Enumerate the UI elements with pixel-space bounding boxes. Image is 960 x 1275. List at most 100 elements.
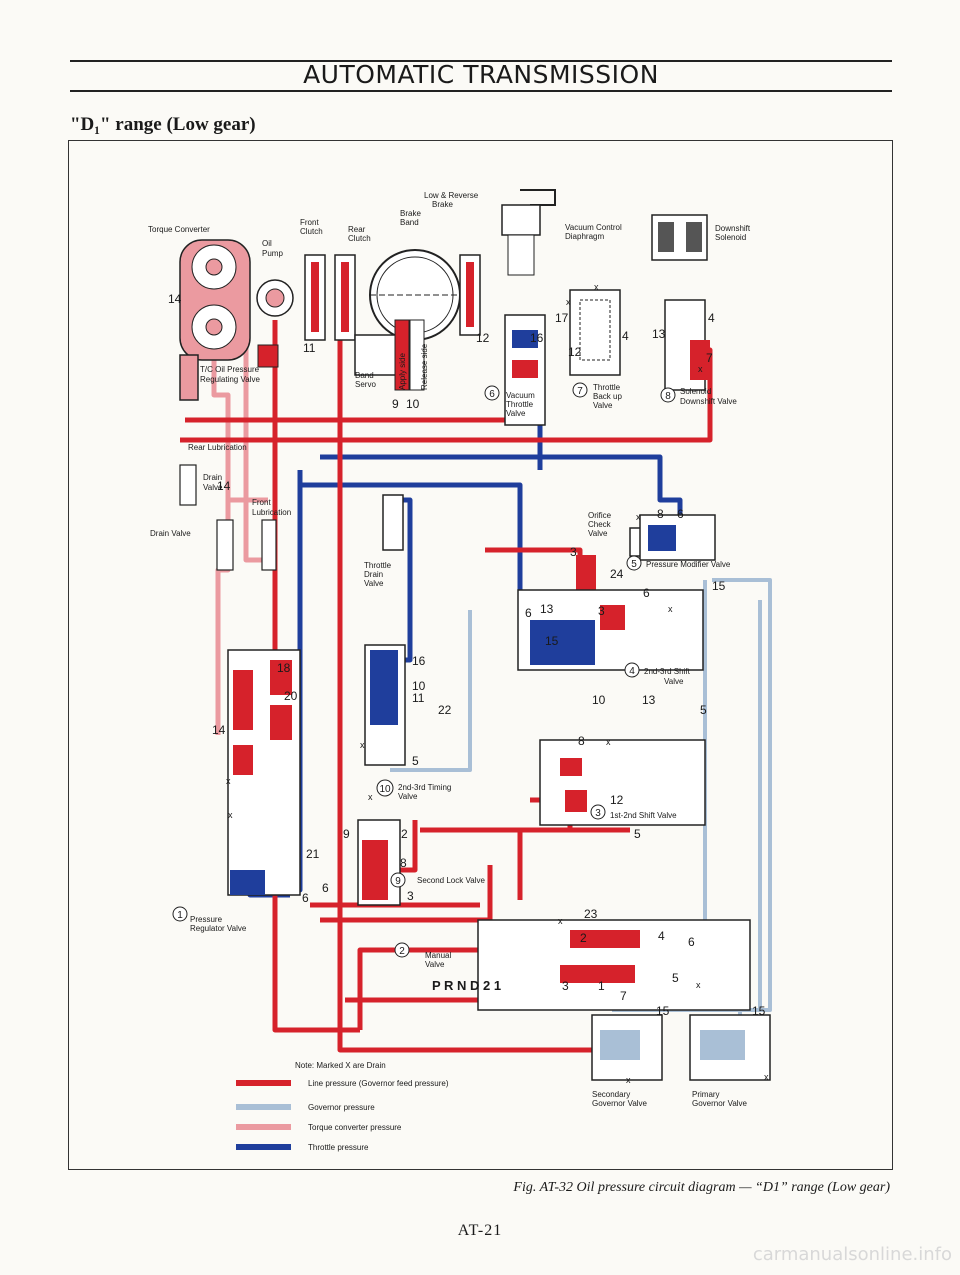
svg-text:3: 3: [407, 889, 414, 903]
svg-text:13: 13: [652, 327, 666, 341]
pressure-modifier-valve: [576, 514, 716, 593]
svg-text:x: x: [626, 1075, 631, 1085]
svg-text:x: x: [228, 810, 233, 820]
svg-text:21: 21: [306, 847, 320, 861]
svg-text:Throttle: Throttle: [506, 400, 534, 409]
svg-text:2nd-3rd Timing: 2nd-3rd Timing: [398, 783, 451, 792]
svg-text:x: x: [566, 297, 571, 307]
legend-item-torque-converter-pressure: Torque converter pressure: [236, 1123, 402, 1132]
svg-text:1: 1: [177, 910, 183, 921]
svg-text:Line pressure (Governor feed p: Line pressure (Governor feed pressure): [308, 1079, 449, 1088]
svg-text:5: 5: [631, 559, 637, 570]
svg-text:Band: Band: [355, 371, 374, 380]
svg-text:10: 10: [592, 693, 606, 707]
svg-text:Diaphragm: Diaphragm: [565, 232, 604, 241]
svg-text:Oil: Oil: [262, 239, 272, 248]
band-servo: [354, 319, 425, 391]
page-number: AT-21: [457, 1222, 503, 1239]
svg-text:x: x: [368, 792, 373, 802]
svg-text:Pressure: Pressure: [190, 915, 223, 924]
pressure-regulator-valve: [227, 649, 301, 896]
svg-text:6: 6: [688, 935, 695, 949]
svg-text:Apply side: Apply side: [398, 353, 407, 390]
svg-text:Valve: Valve: [506, 409, 526, 418]
svg-text:6: 6: [677, 507, 684, 521]
svg-text:7: 7: [577, 386, 583, 397]
prnd21-label: P R N D 2 1: [432, 978, 501, 993]
svg-text:Second Lock Valve: Second Lock Valve: [417, 876, 485, 885]
oil-pump: [256, 279, 294, 368]
svg-text:Release side: Release side: [420, 343, 429, 390]
svg-text:Drain: Drain: [364, 570, 383, 579]
svg-text:4: 4: [658, 929, 665, 943]
svg-text:14: 14: [217, 479, 231, 493]
svg-text:15: 15: [545, 634, 559, 648]
svg-text:x: x: [226, 776, 231, 786]
svg-text:2: 2: [580, 931, 587, 945]
svg-text:24: 24: [610, 567, 624, 581]
svg-text:Torque Converter: Torque Converter: [148, 225, 210, 234]
svg-text:Pump: Pump: [262, 249, 283, 258]
svg-text:3: 3: [562, 979, 569, 993]
solenoid-downshift-valve: [664, 299, 710, 391]
manual-valve: [477, 919, 751, 1011]
marker-4: 4: [624, 662, 640, 678]
svg-text:4: 4: [622, 329, 629, 343]
svg-text:9: 9: [392, 397, 399, 411]
svg-text:Regulator Valve: Regulator Valve: [190, 924, 247, 933]
svg-text:Downshift: Downshift: [715, 224, 751, 233]
tc-oil-pressure-regulating-valve: [179, 354, 199, 401]
svg-text:12: 12: [476, 331, 490, 345]
svg-text:Clutch: Clutch: [348, 234, 371, 243]
secondary-governor-valve: [591, 1014, 663, 1081]
svg-text:9: 9: [395, 876, 401, 887]
downshift-solenoid: [651, 214, 708, 261]
svg-text:23: 23: [584, 907, 598, 921]
marker-10: 10: [376, 779, 394, 797]
svg-text:11: 11: [412, 691, 425, 705]
svg-text:Downshift Valve: Downshift Valve: [680, 397, 737, 406]
shift-valve-1-2: [539, 739, 706, 826]
svg-text:x: x: [696, 980, 701, 990]
header-rule-top: [70, 60, 892, 62]
svg-text:15: 15: [752, 1004, 766, 1018]
svg-text:Solenoid: Solenoid: [715, 233, 746, 242]
legend-item-throttle-pressure: Throttle pressure: [236, 1143, 369, 1152]
svg-text:13: 13: [540, 602, 554, 616]
svg-text:x: x: [594, 282, 599, 292]
svg-text:Servo: Servo: [355, 380, 376, 389]
svg-text:Governor pressure: Governor pressure: [308, 1103, 375, 1112]
svg-text:6: 6: [302, 891, 309, 905]
svg-text:Rear: Rear: [348, 225, 366, 234]
svg-text:16: 16: [412, 654, 426, 668]
svg-text:Band: Band: [400, 218, 419, 227]
svg-text:14: 14: [168, 292, 182, 306]
svg-text:18: 18: [277, 661, 291, 675]
svg-text:11: 11: [303, 341, 316, 355]
svg-text:Regulating Valve: Regulating Valve: [200, 375, 260, 384]
front-clutch: [304, 254, 326, 341]
svg-text:10: 10: [406, 397, 420, 411]
svg-text:5: 5: [634, 827, 641, 841]
svg-text:Valve: Valve: [593, 401, 613, 410]
svg-text:Throttle: Throttle: [364, 561, 392, 570]
svg-text:Check: Check: [588, 520, 612, 529]
svg-text:Valve: Valve: [664, 677, 684, 686]
svg-text:10: 10: [412, 679, 426, 693]
drain-valve: [216, 519, 277, 571]
svg-text:2: 2: [401, 827, 408, 841]
svg-text:Clutch: Clutch: [300, 227, 323, 236]
svg-text:x: x: [698, 364, 703, 374]
marker-7: 7: [572, 382, 588, 398]
component-labels: Torque Converter Oil Pump Front Clutch R…: [148, 191, 751, 1108]
throttle-drain-valve: [382, 494, 404, 551]
svg-text:22: 22: [438, 703, 452, 717]
svg-text:15: 15: [656, 1004, 670, 1018]
svg-text:Back up: Back up: [593, 392, 622, 401]
drain-marks: x x x x x x x x x x x x x x: [226, 282, 769, 1085]
svg-text:8: 8: [665, 391, 671, 402]
svg-text:12: 12: [568, 345, 582, 359]
legend-item-governor-pressure: Governor pressure: [236, 1103, 375, 1112]
marker-3: 3: [590, 804, 606, 820]
svg-text:13: 13: [642, 693, 656, 707]
